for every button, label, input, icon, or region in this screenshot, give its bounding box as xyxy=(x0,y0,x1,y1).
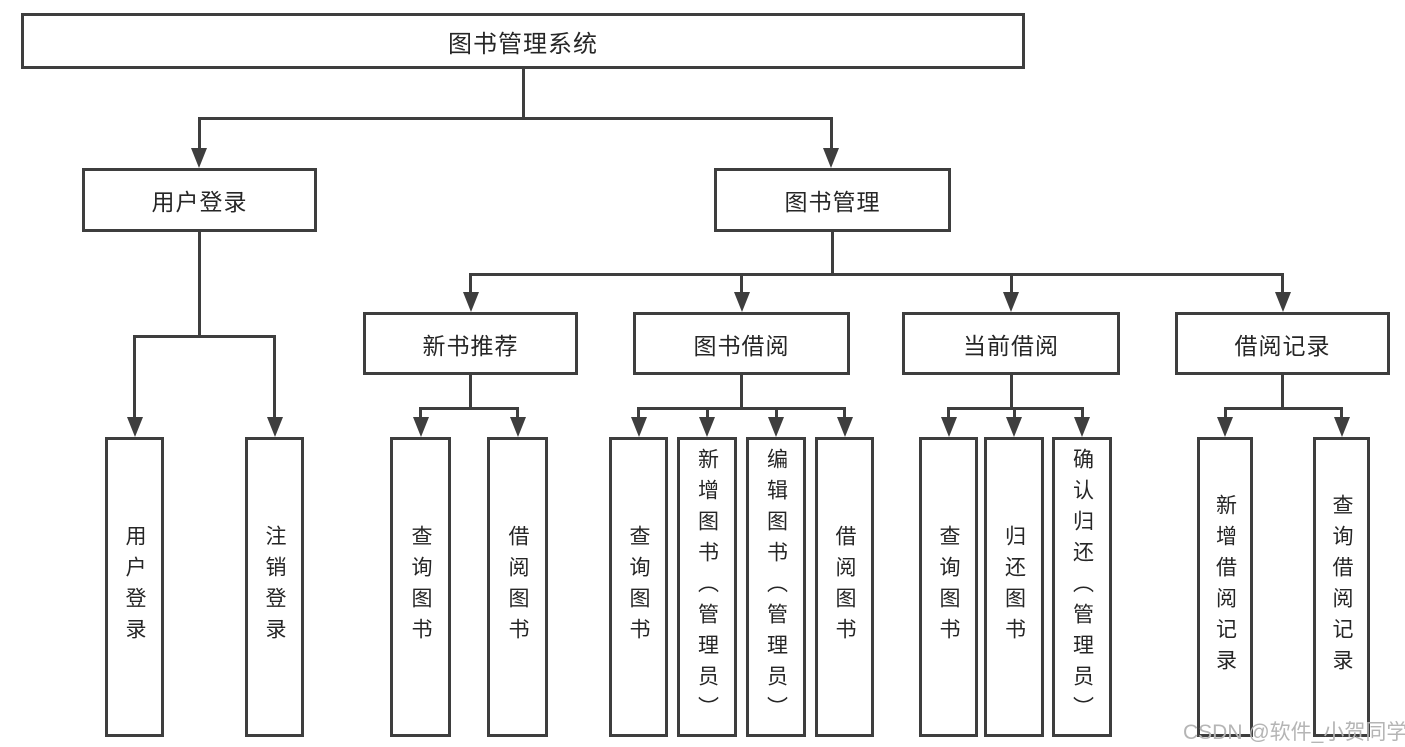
leaf-borrow-books: 借阅图书 xyxy=(815,437,874,737)
node-borrowing-records: 借阅记录 xyxy=(1175,312,1390,375)
arrowhead-down-icon xyxy=(940,417,957,437)
connector-line xyxy=(637,407,640,421)
connector-line xyxy=(774,407,778,421)
arrowhead-down-icon xyxy=(1217,417,1233,437)
arrowhead-down-icon xyxy=(1003,292,1019,312)
connector-line xyxy=(740,375,743,410)
arrowhead-down-icon xyxy=(836,417,853,437)
leaf-add-borrow-record: 新增借阅记录 xyxy=(1197,437,1253,737)
arrowhead-down-icon xyxy=(462,292,479,312)
connector-line xyxy=(1223,407,1227,421)
node-book-management: 图书管理 xyxy=(714,168,951,232)
connector-line xyxy=(1080,407,1084,421)
connector-line xyxy=(843,407,846,421)
connector-line xyxy=(1223,407,1343,410)
arrowhead-down-icon xyxy=(1333,417,1350,437)
connector-line xyxy=(419,407,519,410)
connector-line xyxy=(1281,273,1284,296)
connector-line xyxy=(1340,407,1343,421)
node-current-borrowing: 当前借阅 xyxy=(902,312,1120,375)
connector-line xyxy=(1281,375,1284,410)
connector-line xyxy=(705,407,709,421)
leaf-return-books: 归还图书 xyxy=(984,437,1044,737)
connector-line xyxy=(1009,375,1013,410)
arrowhead-down-icon xyxy=(412,417,429,437)
connector-line xyxy=(469,273,1284,276)
arrowhead-down-icon xyxy=(126,417,143,437)
leaf-confirm-return-admin: 确认归还（管理员） xyxy=(1052,437,1112,737)
connector-line xyxy=(197,117,201,152)
node-library-management-system: 图书管理系统 xyxy=(21,13,1025,69)
leaf-query-borrow-record: 查询借阅记录 xyxy=(1313,437,1370,737)
connector-line xyxy=(197,232,201,338)
leaf-query-books-borrowing: 查询图书 xyxy=(609,437,668,737)
connector-line xyxy=(740,273,743,296)
connector-line xyxy=(947,407,950,421)
connector-line xyxy=(469,273,472,296)
csdn-watermark: CSDN @软件_小贺同学 xyxy=(1183,721,1405,744)
arrowhead-down-icon xyxy=(768,417,784,437)
connector-line xyxy=(830,232,834,276)
leaf-logout: 注销登录 xyxy=(245,437,304,737)
arrowhead-down-icon xyxy=(509,417,526,437)
connector-line xyxy=(1009,273,1013,296)
node-book-borrowing: 图书借阅 xyxy=(633,312,850,375)
connector-line xyxy=(273,335,276,421)
leaf-borrow-books-recommend: 借阅图书 xyxy=(487,437,548,737)
leaf-query-books-current: 查询图书 xyxy=(919,437,978,737)
arrowhead-down-icon xyxy=(733,292,750,312)
leaf-edit-books-admin: 编辑图书（管理员） xyxy=(746,437,806,737)
arrowhead-down-icon xyxy=(191,148,207,168)
arrowhead-down-icon xyxy=(823,148,839,168)
leaf-add-books-admin: 新增图书（管理员） xyxy=(677,437,737,737)
node-new-book-recommendation: 新书推荐 xyxy=(363,312,578,375)
arrowhead-down-icon xyxy=(699,417,715,437)
connector-line xyxy=(1012,407,1016,421)
connector-line xyxy=(419,407,422,421)
arrowhead-down-icon xyxy=(1274,292,1291,312)
connector-line xyxy=(133,335,136,421)
connector-line xyxy=(829,117,833,152)
connector-line xyxy=(469,375,472,410)
arrowhead-down-icon xyxy=(1074,417,1090,437)
leaf-query-books-recommend: 查询图书 xyxy=(390,437,451,737)
arrowhead-down-icon xyxy=(266,417,283,437)
leaf-user-login: 用户登录 xyxy=(105,437,164,737)
arrowhead-down-icon xyxy=(630,417,647,437)
connector-line xyxy=(133,335,276,338)
node-user-login: 用户登录 xyxy=(82,168,317,232)
connector-line xyxy=(521,69,525,120)
connector-line xyxy=(637,407,846,410)
connector-line xyxy=(197,117,833,120)
arrowhead-down-icon xyxy=(1006,417,1022,437)
connector-line xyxy=(516,407,519,421)
